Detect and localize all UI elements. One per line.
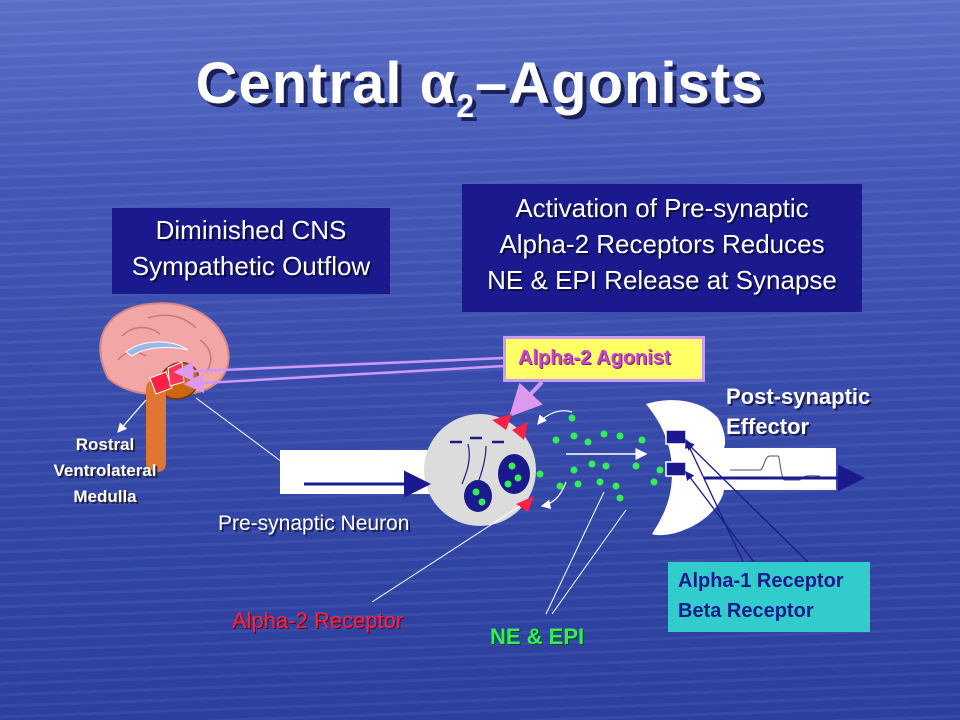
alpha2-receptor-marker (512, 422, 528, 440)
ne-molecule (570, 466, 578, 474)
vesicle-dot (478, 498, 486, 506)
reuptake-arrow-bottom (540, 481, 567, 510)
rostral-ventrolateral-medulla-label: Rostral Ventrolateral Medulla (40, 432, 170, 510)
ne-molecule (600, 430, 608, 438)
postsynaptic-line-1: Post-synaptic (726, 384, 871, 409)
receptor-types-box: Alpha-1 Receptor Beta Receptor (668, 562, 870, 632)
rostral-line-3: Medulla (73, 487, 137, 506)
receptor-pointer-3 (685, 470, 761, 571)
corpus-callosum (125, 341, 189, 357)
postsynaptic-receptor (665, 461, 687, 477)
beta-receptor-label: Beta Receptor (678, 600, 814, 622)
ne-molecule (588, 460, 596, 468)
vesicle-1 (498, 454, 530, 494)
reuptake-arrow-top (537, 410, 573, 425)
brainstem-shape (146, 380, 166, 472)
ne-molecule (656, 466, 664, 474)
agonist-to-brain-line-2 (183, 364, 505, 393)
vesicle-dot (472, 488, 480, 496)
ne-molecule (568, 414, 576, 422)
activation-line-3: NE & EPI Release at Synapse (487, 265, 837, 295)
ne-molecule (632, 462, 640, 470)
ne-epi-label: NE & EPI (490, 624, 585, 649)
postsynaptic-receptor (665, 429, 687, 445)
brain-to-neuron-line (195, 397, 283, 463)
activation-line-1: Activation of Pre-synaptic (515, 193, 809, 223)
agonist-to-brain-line-1 (173, 356, 505, 382)
postsynaptic-effector (646, 400, 865, 536)
postsynaptic-effector-label: Post-synaptic Effector (726, 382, 870, 442)
ne-molecule (552, 436, 560, 444)
brain-folds (117, 314, 212, 373)
rostral-pointer (117, 399, 147, 433)
ne-molecule (596, 478, 604, 486)
ne-molecule (584, 438, 592, 446)
alpha2-agonist-box: Alpha-2 Agonist (503, 336, 705, 382)
alpha2-agonist-label: Alpha-2 Agonist (518, 347, 671, 369)
diminished-cns-box: Diminished CNS Sympathetic Outflow (112, 208, 390, 294)
postsynaptic-line-2: Effector (726, 414, 810, 439)
ne-molecule (536, 470, 544, 478)
ne-pointer-2 (551, 509, 627, 615)
effector-shape (646, 400, 836, 536)
ne-molecule (612, 482, 620, 490)
receptor-pointer-2 (685, 441, 813, 567)
ne-molecule (616, 494, 624, 502)
ne-molecule (650, 478, 658, 486)
ne-molecule (556, 482, 564, 490)
ne-molecule (616, 432, 624, 440)
cns-line-2: Sympathetic Outflow (131, 251, 371, 281)
activation-box: Activation of Pre-synaptic Alpha-2 Recep… (462, 184, 862, 312)
vesicle-dot (504, 480, 512, 488)
alpha-symbol: α (419, 51, 457, 116)
medulla-highlight (149, 371, 173, 395)
vesicle-dot (514, 474, 522, 482)
slide-title: Central α2–Agonists (195, 51, 765, 124)
ne-molecule (570, 432, 578, 440)
presynaptic-neuron-label: Pre-synaptic Neuron (218, 512, 410, 535)
title-subscript: 2 (456, 88, 476, 124)
cns-line-1: Diminished CNS (155, 215, 347, 245)
alpha1-receptor-label: Alpha-1 Receptor (678, 570, 844, 592)
effector-trace (730, 455, 821, 481)
receptor-pointer-1 (685, 438, 747, 569)
ne-molecule (602, 462, 610, 470)
ne-pointer-1 (545, 491, 605, 615)
vesicle-dot (508, 462, 516, 470)
agonist-to-synapse-arrow (509, 380, 544, 417)
vesicle-2 (464, 480, 492, 512)
alpha2-receptor-marker (492, 414, 512, 430)
alpha2-receptor-pointer (371, 505, 521, 603)
presynaptic-neuron (280, 414, 536, 526)
alpha2-receptor-label: Alpha-2 Receptor (232, 608, 404, 633)
inhibition-marks (450, 436, 504, 444)
rostral-line-1: Rostral (75, 435, 135, 454)
ne-molecule (574, 480, 582, 488)
ne-molecule (638, 436, 646, 444)
alpha2-receptor-marker (516, 496, 534, 512)
ne-epi-molecules (536, 414, 664, 502)
rostral-line-2: Ventrolateral (53, 461, 157, 480)
activation-line-2: Alpha-2 Receptors Reduces (499, 229, 825, 259)
